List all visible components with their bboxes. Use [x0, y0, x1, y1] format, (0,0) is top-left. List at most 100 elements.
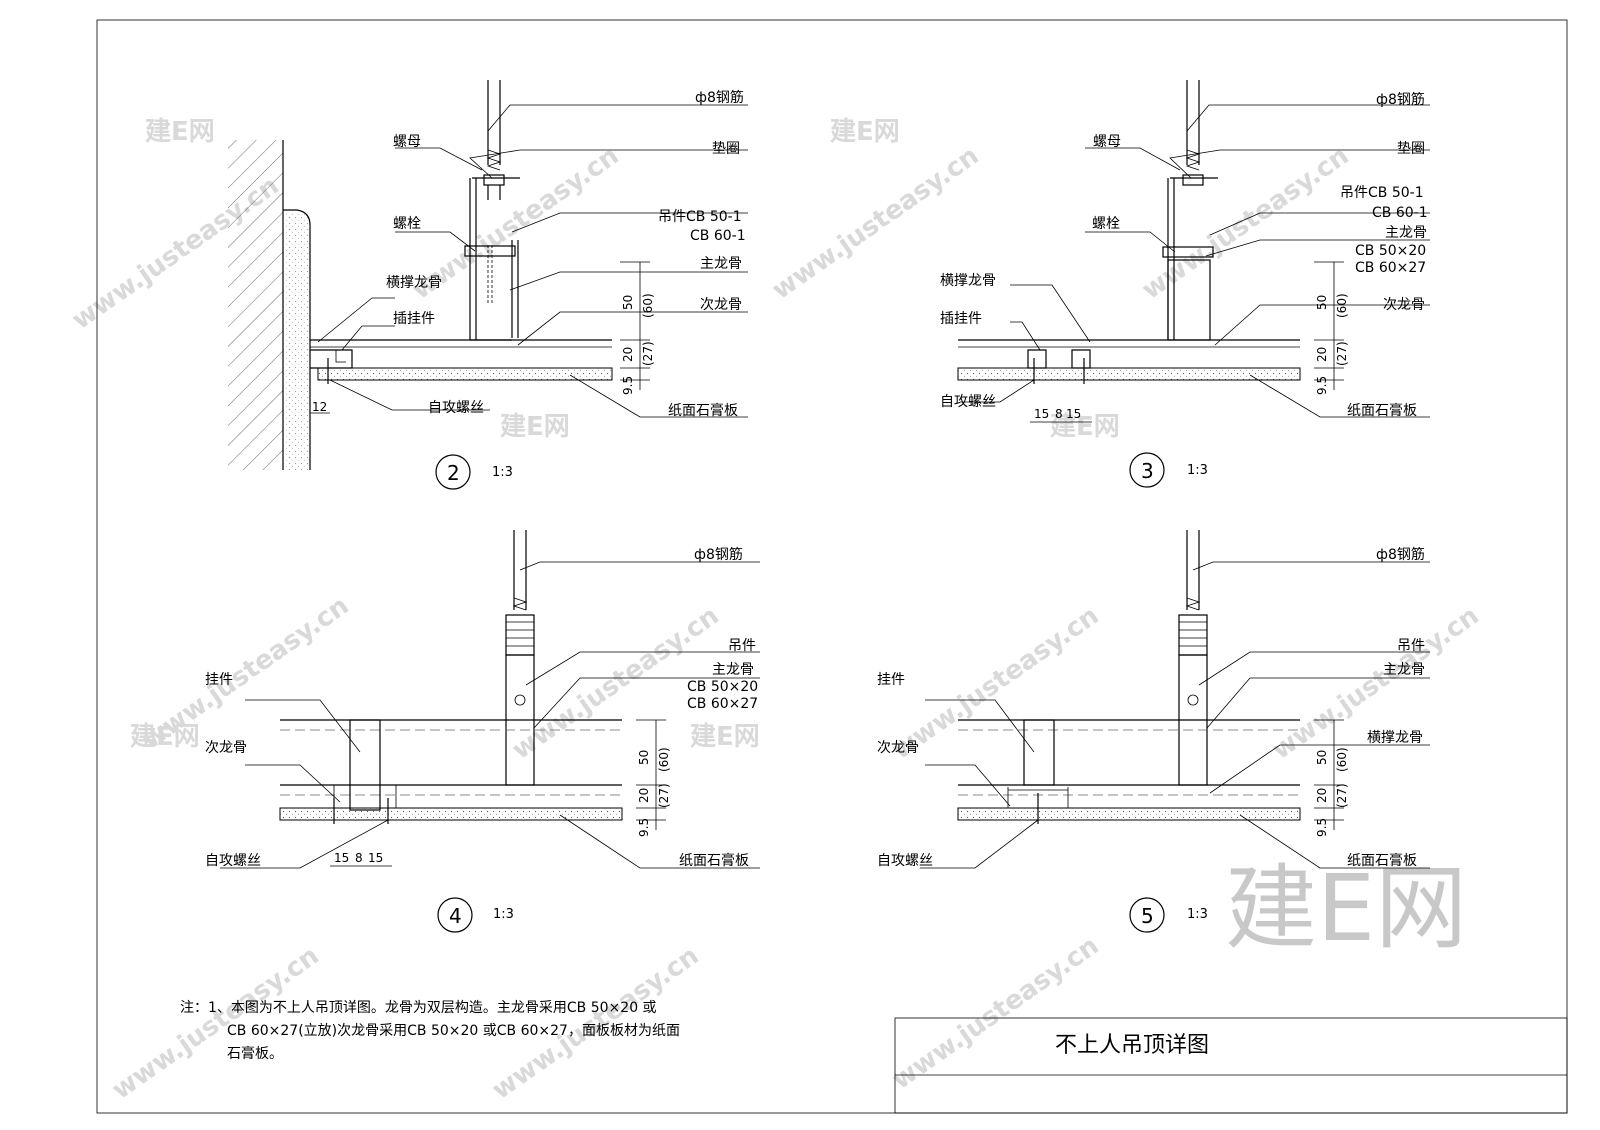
part-label: ф8钢筋 [695, 89, 744, 106]
part-label: 吊件 [1397, 638, 1425, 654]
part-label: CB 60-1 [690, 228, 746, 244]
detail-scale: 1:3 [1187, 463, 1208, 478]
watermark-text: 建E网 [830, 117, 900, 147]
part-label: 纸面石膏板 [668, 402, 738, 419]
part-label: ф8钢筋 [1376, 91, 1425, 108]
notes-block: 注：1、本图为不上人吊顶详图。龙骨为双层构造。主龙骨采用CB 50×20 或 C… [180, 1000, 680, 1062]
dim-label: 15 [334, 851, 349, 865]
dim-label: 9.5 [621, 376, 635, 395]
dim-label: 8 [1055, 407, 1063, 421]
watermark-text: 建E网 [500, 412, 570, 442]
note-line: 石膏板。 [227, 1045, 283, 1062]
dim-label: 9.5 [637, 818, 651, 837]
dim-label: 15 [1066, 407, 1081, 421]
part-label: 螺母 [393, 134, 421, 150]
dim-label: 20 [1315, 347, 1329, 362]
part-label: 螺母 [1093, 134, 1121, 150]
part-label: 吊件CB 50-1 [1340, 185, 1424, 201]
part-label: 纸面石膏板 [679, 852, 749, 869]
dim-label: (27) [1335, 341, 1349, 366]
part-label: 插挂件 [393, 311, 435, 327]
part-label: 吊件 [728, 638, 756, 654]
part-label: CB 50×20 [1355, 243, 1426, 259]
watermark-text: 建E网 [145, 117, 215, 147]
dim-label: 12 [312, 400, 327, 414]
part-label: 次龙骨 [700, 297, 742, 313]
dim-label: 15 [1034, 407, 1049, 421]
detail-2: 50 (60) 20 (27) 9.5 12 ф8钢筋 螺母 垫圈 吊件CB 5… [228, 80, 748, 490]
part-label: CB 60×27 [687, 696, 758, 712]
note-line: 注：1、本图为不上人吊顶详图。龙骨为双层构造。主龙骨采用CB 50×20 或 [180, 1000, 657, 1016]
detail-scale: 1:3 [493, 907, 514, 922]
part-label: 自攻螺丝 [877, 853, 933, 869]
part-label: 主龙骨 [712, 662, 754, 678]
part-label: 螺栓 [1092, 216, 1120, 232]
part-label: 纸面石膏板 [1347, 402, 1417, 419]
dim-label: (60) [657, 747, 671, 772]
part-label: ф8钢筋 [1376, 546, 1425, 563]
detail-4: 50 (60) 20 (27) 9.5 15 8 15 ф8钢筋 吊件 主龙骨 … [205, 530, 760, 933]
part-label: 吊件CB 50-1 [658, 209, 742, 225]
part-label: 螺栓 [393, 216, 421, 232]
part-label: 横撑龙骨 [386, 275, 442, 291]
part-label: 挂件 [877, 672, 905, 688]
dim-label: (27) [641, 341, 655, 366]
detail-number-circle [1129, 452, 1165, 488]
dim-label: 20 [621, 347, 635, 362]
detail-scale: 1:3 [492, 465, 513, 480]
dim-label: 20 [1315, 788, 1329, 803]
part-label: 次龙骨 [205, 740, 247, 756]
part-label: 横撑龙骨 [1367, 730, 1423, 746]
watermark-text: 建E网 [1050, 412, 1120, 442]
dim-label: (27) [1335, 783, 1349, 808]
dim-label: 50 [621, 295, 635, 310]
part-label: 主龙骨 [700, 256, 742, 272]
dim-label: 9.5 [1315, 818, 1329, 837]
part-label: 自攻螺丝 [940, 394, 996, 410]
dim-label: (60) [1335, 747, 1349, 772]
part-label: 自攻螺丝 [205, 853, 261, 869]
detail-3: 50 (60) 20 (27) 9.5 15 8 15 ф8钢筋 螺母 垫圈 吊… [940, 80, 1430, 488]
dim-label: 9.5 [1315, 376, 1329, 395]
detail-number: 2 [447, 461, 460, 485]
watermark-text: 建E网 [130, 722, 200, 752]
part-label: 主龙骨 [1383, 662, 1425, 678]
part-label: CB 60-1 [1372, 205, 1428, 221]
title-block: 不上人吊顶详图 [894, 1017, 1568, 1114]
part-label: 挂件 [205, 672, 233, 688]
detail-number: 3 [1141, 459, 1154, 483]
part-label: 自攻螺丝 [428, 400, 484, 416]
dim-label: (60) [641, 293, 655, 318]
dim-label: (27) [657, 783, 671, 808]
dim-label: 50 [1315, 750, 1329, 765]
dim-label: 50 [1315, 295, 1329, 310]
part-label: ф8钢筋 [694, 546, 743, 563]
detail-number: 5 [1141, 904, 1154, 928]
part-label: 垫圈 [1397, 141, 1425, 157]
part-label: CB 60×27 [1355, 260, 1426, 276]
part-label: CB 50×20 [687, 679, 758, 695]
detail-number: 4 [449, 904, 462, 928]
watermark-text: www.justeasy.cn [887, 931, 1105, 1096]
part-label: 垫圈 [712, 141, 740, 157]
dim-label: (60) [1335, 293, 1349, 318]
part-label: 主龙骨 [1385, 225, 1427, 241]
drawing-title: 不上人吊顶详图 [1055, 1033, 1209, 1058]
dim-label: 50 [637, 750, 651, 765]
part-label: 纸面石膏板 [1347, 852, 1417, 869]
detail-number-circle [1129, 897, 1165, 933]
watermark-text: 建E网 [690, 722, 760, 752]
detail-5: 50 (60) 20 (27) 9.5 ф8钢筋 吊件 主龙骨 挂件 横撑龙骨 … [877, 530, 1430, 933]
dim-label: 15 [368, 851, 383, 865]
dim-label: 8 [355, 851, 363, 865]
part-label: 横撑龙骨 [940, 273, 996, 289]
watermark-text: www.justeasy.cn [1137, 141, 1355, 306]
part-label: 次龙骨 [1383, 297, 1425, 313]
part-label: 插挂件 [940, 311, 982, 327]
note-line: CB 60×27(立放)次龙骨采用CB 50×20 或CB 60×27，面板板材… [227, 1023, 680, 1039]
dim-label: 20 [637, 788, 651, 803]
detail-number-circle [435, 454, 471, 490]
outer-border [96, 19, 1568, 1114]
watermark-logo: 建E网 [1225, 855, 1467, 962]
